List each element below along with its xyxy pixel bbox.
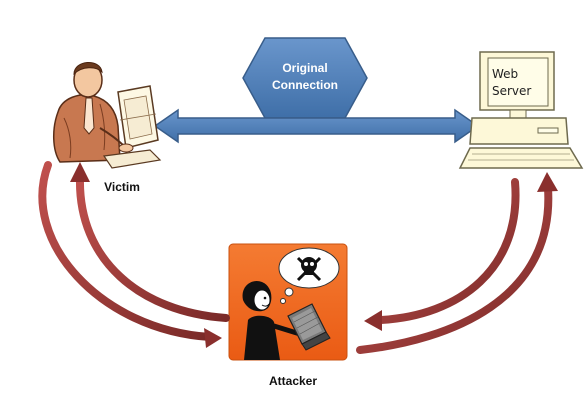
victim-clipart (53, 62, 162, 169)
web-server-label: Web Server (492, 66, 544, 100)
connection-label: Original Connection (255, 60, 355, 94)
server-to-attacker-arrow (364, 178, 520, 331)
connection-label-line2: Connection (272, 78, 338, 92)
attacker-to-server-arrow (356, 172, 558, 354)
web-server-label-line2: Server (492, 84, 532, 98)
victim-label: Victim (104, 180, 140, 194)
attacker-to-victim-arrow (70, 162, 230, 322)
victim-to-attacker-arrow (38, 161, 222, 348)
attacker-clipart (228, 243, 348, 361)
skull-crossbones-icon (296, 256, 322, 282)
attacker-label: Attacker (268, 374, 318, 388)
web-server-computer-icon (458, 51, 584, 169)
web-server-label-line1: Web (492, 67, 519, 81)
connection-label-line1: Original (282, 61, 328, 75)
